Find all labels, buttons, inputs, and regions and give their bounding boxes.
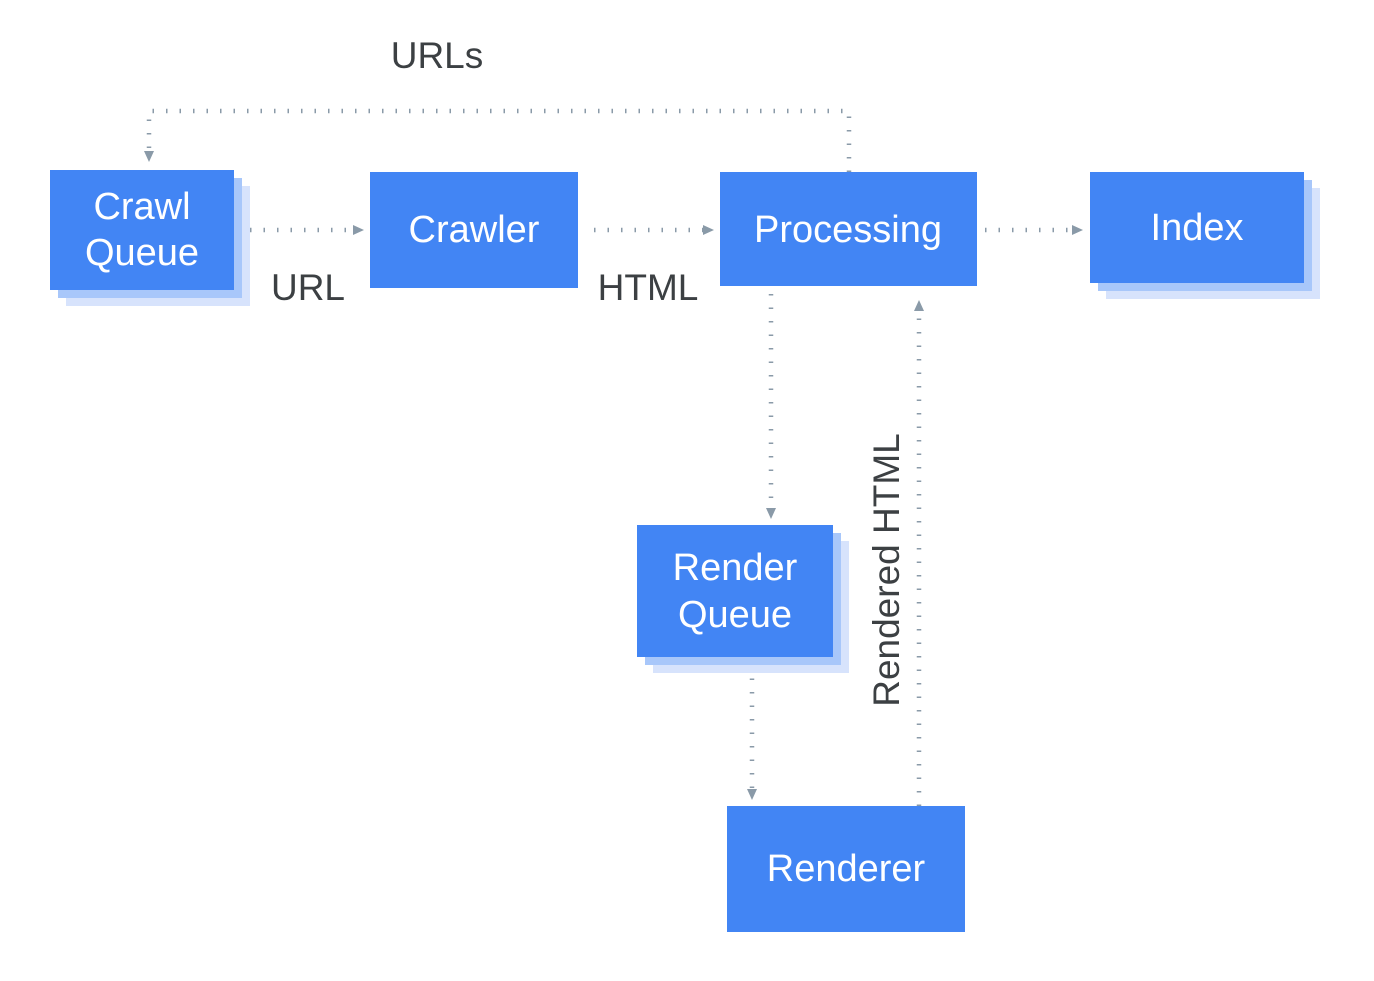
crawl-queue-label-line1: Crawl (93, 186, 190, 228)
edge-label-url: URL (271, 267, 345, 308)
render-queue-label-line2: Queue (678, 594, 792, 636)
index-label: Index (1151, 207, 1244, 249)
edge-label-rendered-html: Rendered HTML (866, 433, 907, 707)
node-processing[interactable]: Processing (720, 172, 977, 286)
crawl-queue-label-line2: Queue (85, 232, 199, 274)
node-crawler[interactable]: Crawler (370, 172, 578, 288)
edge-label-urls: URLs (391, 35, 484, 76)
render-queue-label-line1: Render (673, 547, 798, 589)
node-renderer[interactable]: Renderer (727, 806, 965, 932)
node-index[interactable]: Index (1090, 172, 1320, 299)
renderer-box (727, 806, 965, 932)
node-crawl-queue[interactable]: Crawl Queue (50, 170, 250, 306)
node-render-queue[interactable]: Render Queue (637, 525, 849, 673)
processing-box (720, 172, 977, 286)
edge-label-html: HTML (598, 267, 699, 308)
crawler-label: Crawler (409, 209, 540, 251)
processing-label: Processing (754, 209, 942, 251)
render-queue-box (637, 525, 833, 657)
renderer-label: Renderer (767, 848, 926, 890)
index-box (1090, 172, 1304, 283)
crawl-queue-box (50, 170, 234, 290)
crawler-box (370, 172, 578, 288)
